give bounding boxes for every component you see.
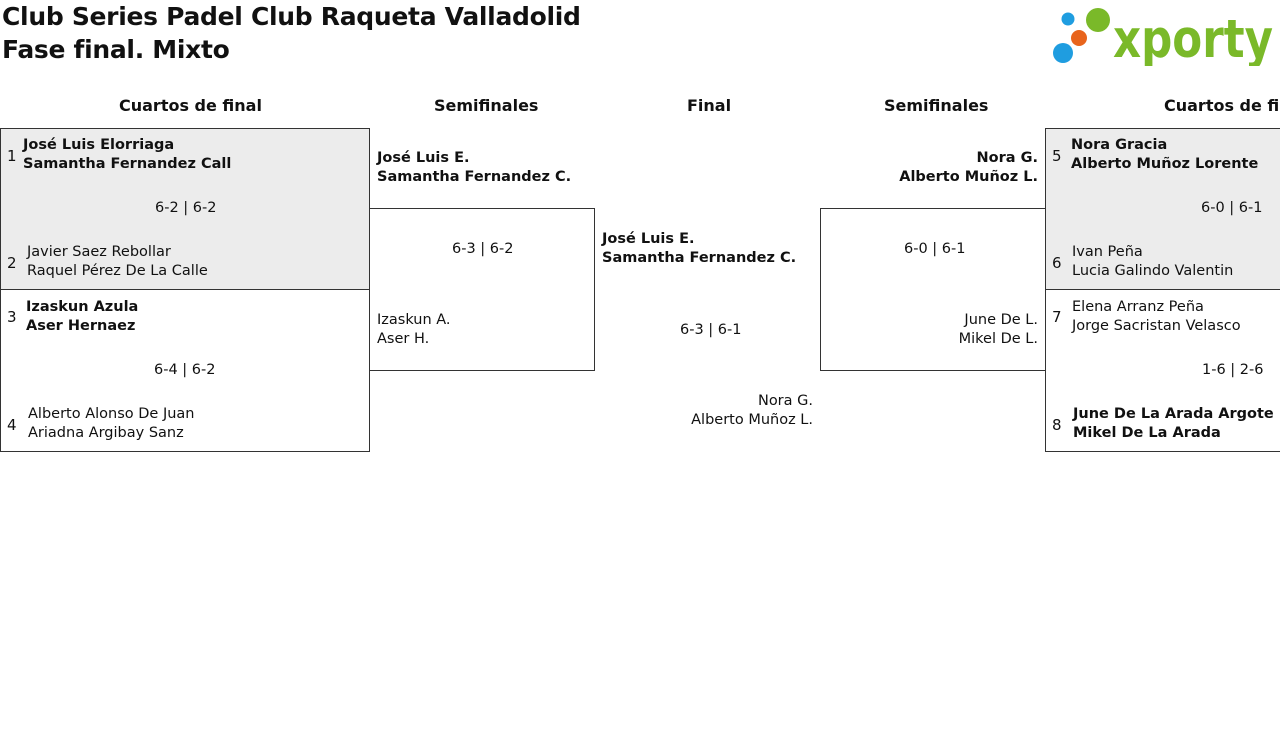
tournament-subtitle: Fase final. Mixto bbox=[2, 35, 230, 64]
match-score: 6-0 | 6-1 bbox=[1201, 200, 1263, 216]
player-name: Lucia Galindo Valentin bbox=[1072, 263, 1234, 279]
round-header-left-semifinals: Semifinales bbox=[434, 96, 539, 115]
player-name: Alberto Muñoz L. bbox=[899, 169, 1038, 185]
player-name: Alberto Muñoz Lorente bbox=[1071, 156, 1259, 172]
player-name: Aser Hernaez bbox=[26, 318, 136, 334]
match-score: 6-3 | 6-2 bbox=[452, 241, 514, 257]
match-score: 1-6 | 2-6 bbox=[1202, 362, 1264, 378]
right-qf-match-1[interactable] bbox=[1045, 128, 1280, 290]
xporty-logo: xporty bbox=[1053, 8, 1273, 66]
player-name: Samantha Fernandez C. bbox=[377, 169, 572, 185]
tournament-title: Club Series Padel Club Raqueta Valladoli… bbox=[2, 2, 581, 31]
player-name: Alberto Muñoz L. bbox=[691, 412, 813, 428]
left-qf-match-1[interactable] bbox=[0, 128, 370, 290]
team-3: Izaskun Azula Aser Hernaez bbox=[26, 298, 138, 336]
team-1: José Luis Elorriaga Samantha Fernandez C… bbox=[23, 136, 231, 174]
player-name: Samantha Fernandez C. bbox=[602, 250, 797, 266]
player-name: Nora Gracia bbox=[1071, 137, 1168, 153]
seed-number: 1 bbox=[7, 147, 17, 165]
team-2: Javier Saez Rebollar Raquel Pérez De La … bbox=[27, 243, 208, 281]
match-score: 6-4 | 6-2 bbox=[154, 362, 216, 378]
player-name: Nora G. bbox=[757, 393, 813, 409]
player-name: Javier Saez Rebollar bbox=[27, 244, 171, 260]
logo-text: xporty bbox=[1113, 9, 1273, 66]
round-header-final: Final bbox=[687, 96, 732, 115]
team-8: June De La Arada Argote Mikel De La Arad… bbox=[1073, 405, 1274, 443]
player-name: Izaskun Azula bbox=[26, 299, 139, 315]
match-score: 6-2 | 6-2 bbox=[155, 200, 217, 216]
right-qf-match-2[interactable] bbox=[1045, 289, 1280, 452]
player-name: Mikel De La Arada bbox=[1073, 425, 1221, 441]
seed-number: 2 bbox=[7, 254, 17, 272]
logo-orange-dot bbox=[1071, 30, 1087, 46]
seed-number: 7 bbox=[1052, 308, 1062, 326]
player-name: Ivan Peña bbox=[1072, 244, 1143, 260]
seed-number: 8 bbox=[1052, 416, 1062, 434]
final-team-b: Nora G. Alberto Muñoz L. bbox=[691, 392, 813, 430]
round-header-right-quarterfinals: Cuartos de final bbox=[1164, 96, 1280, 115]
player-name: Samantha Fernandez Call bbox=[23, 156, 232, 172]
match-score: 6-0 | 6-1 bbox=[904, 241, 966, 257]
final-team-a: José Luis E. Samantha Fernandez C. bbox=[602, 230, 796, 268]
player-name: Aser H. bbox=[377, 331, 430, 347]
player-name: Mikel De L. bbox=[958, 331, 1038, 347]
player-name: Nora G. bbox=[976, 150, 1039, 166]
team-7: Elena Arranz Peña Jorge Sacristan Velasc… bbox=[1072, 298, 1241, 336]
team-5: Nora Gracia Alberto Muñoz Lorente bbox=[1071, 136, 1258, 174]
player-name: José Luis E. bbox=[377, 150, 470, 166]
player-name: José Luis Elorriaga bbox=[23, 137, 175, 153]
right-sf-team-b: June De L. Mikel De L. bbox=[959, 311, 1038, 349]
round-header-left-quarterfinals: Cuartos de final bbox=[119, 96, 262, 115]
final-score: 6-3 | 6-1 bbox=[680, 322, 742, 338]
seed-number: 3 bbox=[7, 308, 17, 326]
seed-number: 5 bbox=[1052, 147, 1062, 165]
left-sf-team-a: José Luis E. Samantha Fernandez C. bbox=[377, 149, 571, 187]
player-name: Elena Arranz Peña bbox=[1072, 299, 1204, 315]
left-sf-match[interactable] bbox=[369, 208, 595, 371]
player-name: Izaskun A. bbox=[377, 312, 451, 328]
round-header-right-semifinals: Semifinales bbox=[884, 96, 989, 115]
team-4: Alberto Alonso De Juan Ariadna Argibay S… bbox=[28, 405, 194, 443]
player-name: José Luis E. bbox=[602, 231, 695, 247]
logo-green-dot bbox=[1086, 8, 1110, 32]
player-name: Jorge Sacristan Velasco bbox=[1072, 318, 1241, 334]
player-name: June De La Arada Argote bbox=[1073, 406, 1274, 422]
player-name: Alberto Alonso De Juan bbox=[28, 406, 195, 422]
logo-blue-dot-small bbox=[1061, 12, 1075, 26]
right-sf-team-a: Nora G. Alberto Muñoz L. bbox=[899, 149, 1038, 187]
team-6: Ivan Peña Lucia Galindo Valentin bbox=[1072, 243, 1233, 281]
player-name: Raquel Pérez De La Calle bbox=[27, 263, 208, 279]
seed-number: 6 bbox=[1052, 254, 1062, 272]
player-name: June De L. bbox=[964, 312, 1038, 328]
left-sf-team-b: Izaskun A. Aser H. bbox=[377, 311, 451, 349]
logo-blue-dot bbox=[1053, 43, 1073, 63]
seed-number: 4 bbox=[7, 416, 17, 434]
player-name: Ariadna Argibay Sanz bbox=[28, 425, 184, 441]
